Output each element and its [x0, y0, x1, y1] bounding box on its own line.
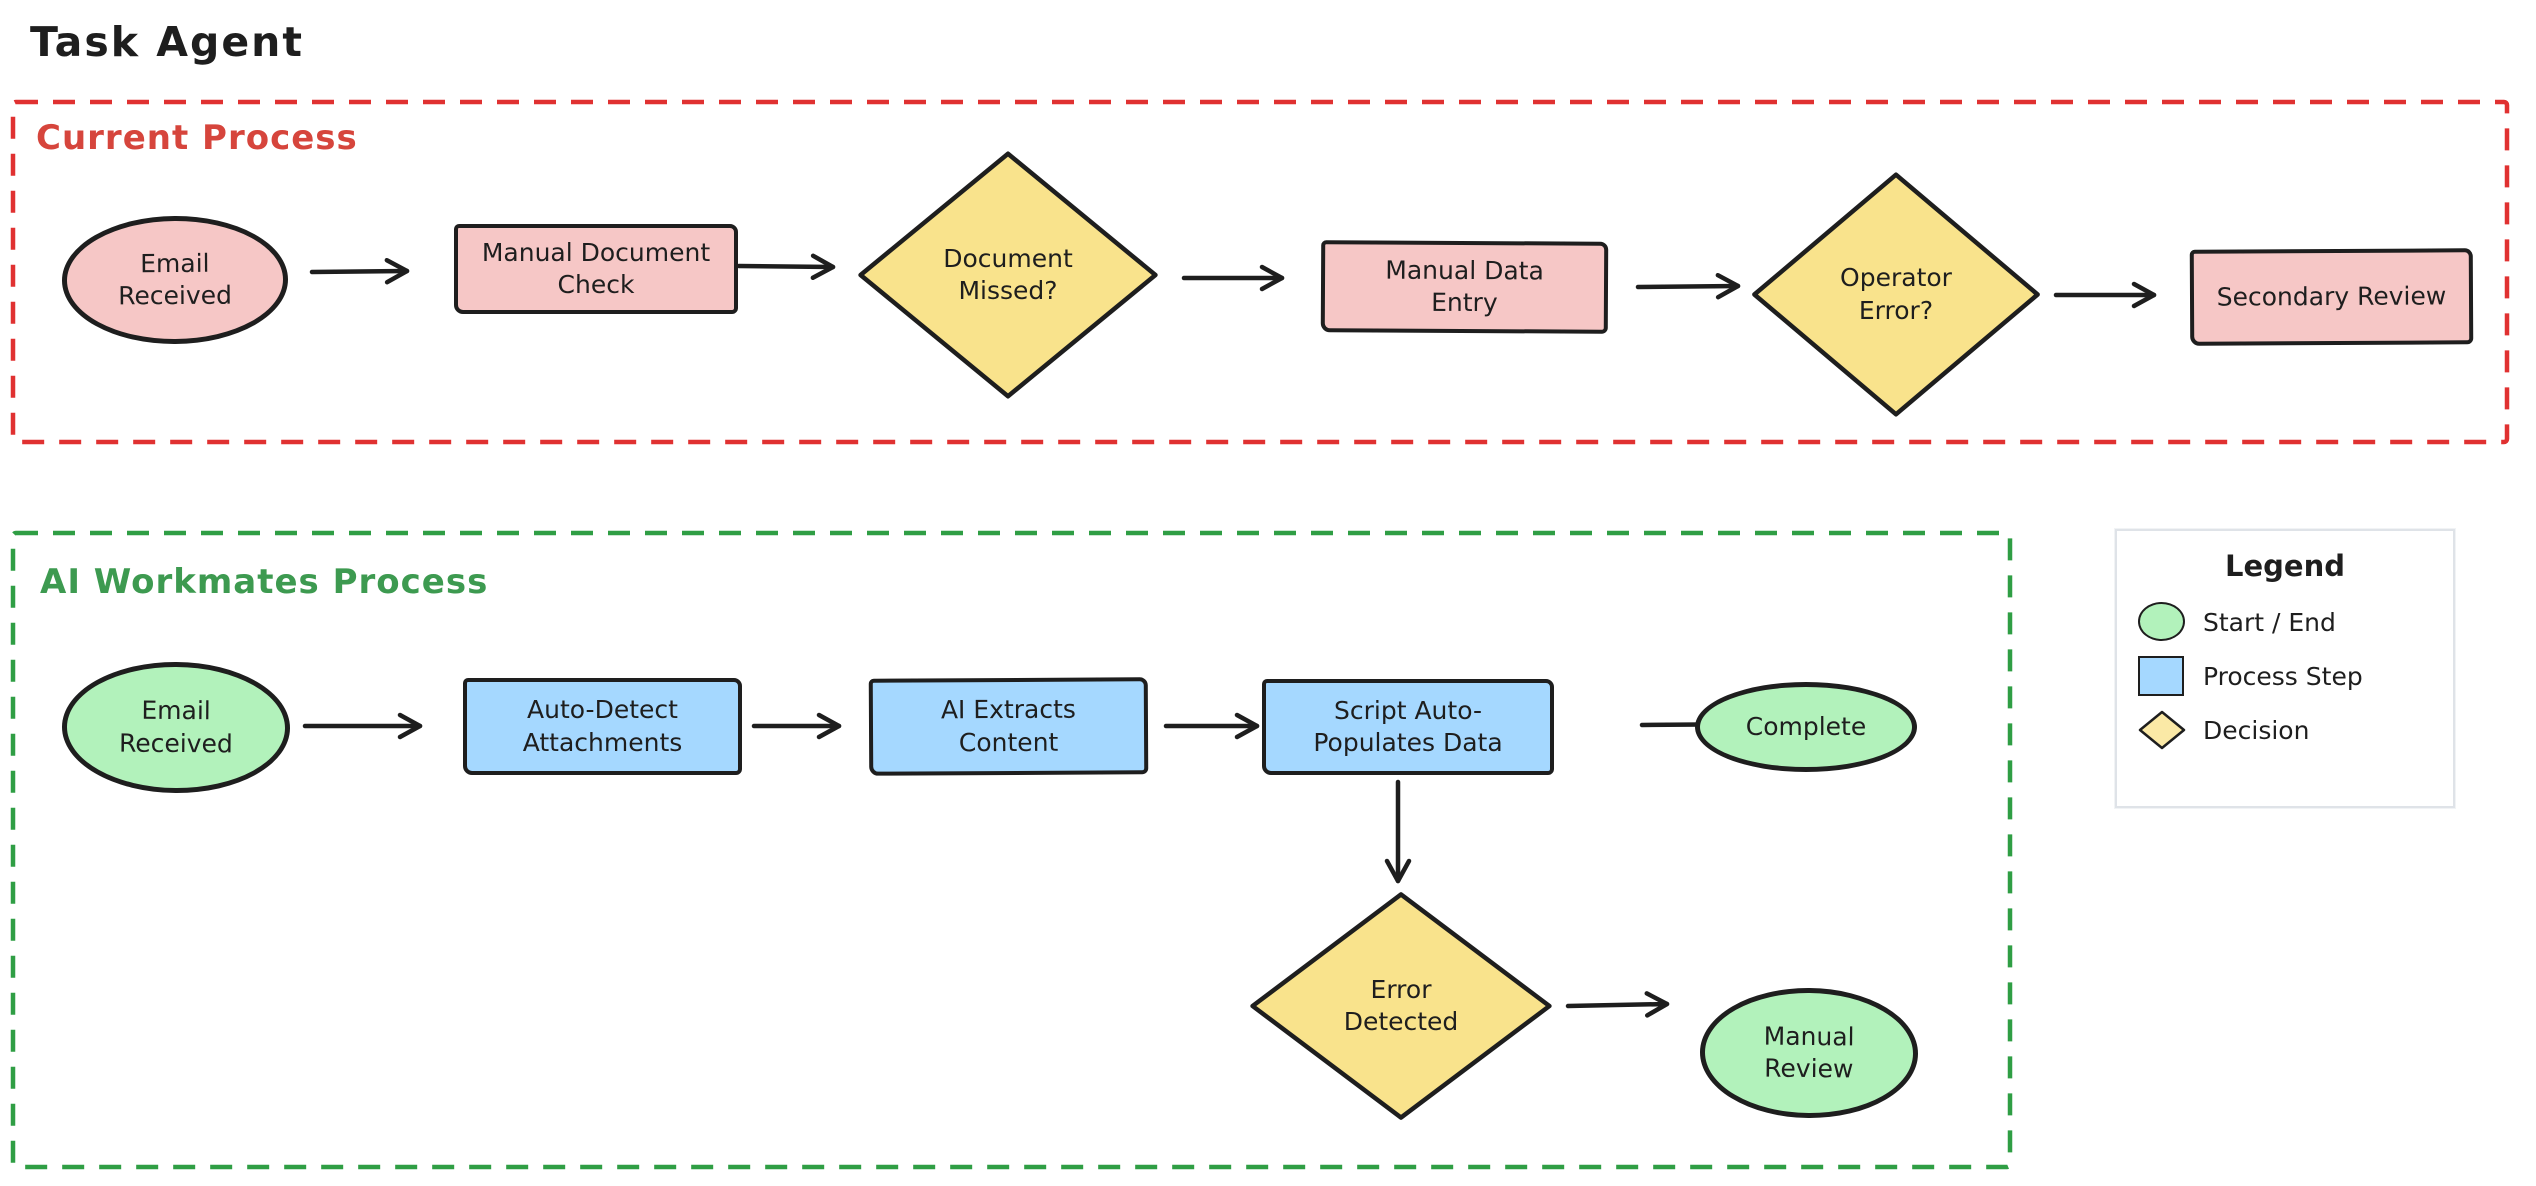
legend-title: Legend [2225, 549, 2345, 583]
node-label: Email Received [118, 695, 233, 758]
node-ai-email-received[interactable]: Email Received [61, 661, 291, 794]
ai-process-label: AI Workmates Process [40, 562, 489, 602]
node-label: Script Auto- Populates Data [1313, 695, 1503, 758]
diamond-shape [1750, 171, 2042, 418]
node-label: Manual Review [1763, 1021, 1855, 1084]
legend-ellipse-icon [2138, 602, 2185, 641]
arrow-cp-2[interactable] [736, 253, 836, 281]
current-process-label: Current Process [36, 118, 358, 158]
legend-diamond-icon [2138, 710, 2186, 750]
node-label: Manual Document Check [481, 237, 711, 300]
node-label: Manual Data Entry [1385, 255, 1544, 318]
legend-item-label: Process Step [2203, 661, 2363, 691]
node-ai-script-populates[interactable]: Script Auto- Populates Data [1262, 679, 1554, 775]
legend-item-start-end: Start / End [2138, 595, 2453, 649]
legend-item-process-step: Process Step [2138, 649, 2453, 703]
legend-item-label: Start / End [2203, 607, 2336, 637]
node-ai-error-detected[interactable]: Error Detected [1248, 891, 1554, 1121]
current-process-frame[interactable] [10, 99, 2510, 445]
diamond-shape [1248, 891, 1554, 1121]
node-cp-manual-document-check[interactable]: Manual Document Check [454, 224, 738, 314]
node-label: AI Extracts Content [940, 694, 1076, 757]
node-label: Email Received [118, 248, 233, 311]
node-cp-operator-error[interactable]: Operator Error? [1750, 171, 2042, 418]
legend-box[interactable]: Legend Start / End Process Step Decision [2115, 529, 2455, 808]
node-ai-complete[interactable]: Complete [1695, 682, 1917, 772]
legend-item-decision: Decision [2138, 703, 2453, 757]
node-cp-secondary-review[interactable]: Secondary Review [2189, 248, 2474, 346]
node-cp-manual-data-entry[interactable]: Manual Data Entry [1320, 240, 1609, 334]
node-label: Document Missed? [943, 243, 1073, 306]
ai-process-frame[interactable] [10, 530, 2013, 1170]
page-title: Task Agent [30, 18, 304, 66]
node-cp-document-missed[interactable]: Document Missed? [856, 150, 1160, 400]
node-ai-extracts[interactable]: AI Extracts Content [868, 677, 1149, 776]
node-label: Auto-Detect Attachments [522, 695, 683, 757]
arrow-ai-5[interactable] [1565, 991, 1670, 1018]
node-ai-auto-detect[interactable]: Auto-Detect Attachments [463, 678, 742, 775]
node-label: Secondary Review [2216, 281, 2447, 312]
node-label: Complete [1745, 711, 1867, 741]
legend-item-label: Decision [2203, 715, 2310, 745]
arrow-cp-1[interactable] [309, 257, 410, 285]
node-ai-manual-review[interactable]: Manual Review [1699, 987, 1919, 1119]
node-label: Operator Error? [1840, 263, 1952, 325]
legend-rect-icon [2138, 656, 2184, 696]
arrow-cp-4[interactable] [1635, 272, 1741, 300]
diamond-shape [856, 150, 1160, 400]
node-label: Error Detected [1343, 974, 1459, 1037]
